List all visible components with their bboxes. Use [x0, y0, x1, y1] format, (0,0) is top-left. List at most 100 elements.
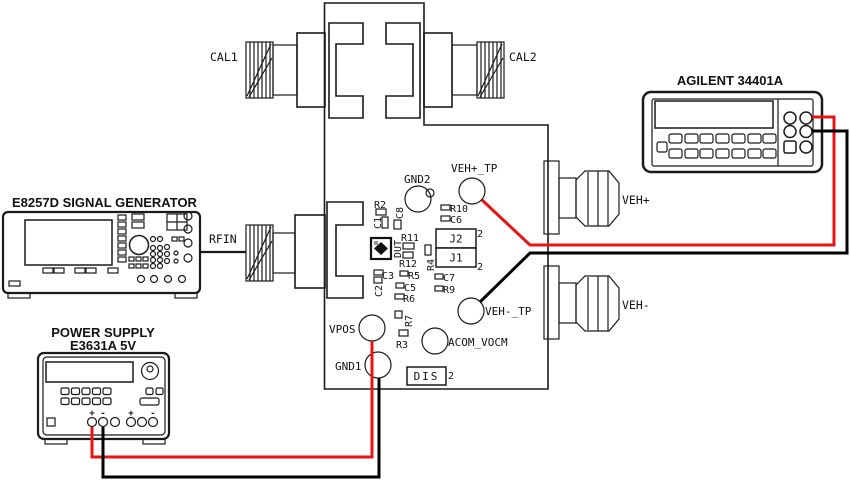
plus-mark-2: +	[128, 409, 134, 419]
signal-generator-foot-left	[7, 292, 31, 299]
vpos-testpoint	[358, 314, 386, 342]
multimeter-display	[654, 100, 774, 129]
wire-psu-minus-to-gnd1	[101, 378, 381, 479]
veh-plus-testpoint	[458, 177, 486, 205]
ref-r9: R9	[443, 285, 455, 296]
ref-c1: C1	[373, 217, 384, 229]
ref-c6: C6	[450, 215, 462, 226]
component-pads	[373, 204, 451, 337]
power-supply: POWER SUPPLY E3631A 5V + - + -	[36, 325, 171, 445]
cal2-thread	[476, 41, 505, 99]
plus-mark-1: +	[89, 409, 95, 419]
cal2-label: CAL2	[509, 50, 537, 64]
ref-r3: R3	[396, 340, 408, 351]
cal1-label: CAL1	[210, 50, 238, 64]
power-supply-display	[45, 361, 134, 383]
rfin-thread	[245, 224, 274, 282]
power-supply-foot-left	[44, 438, 68, 445]
power-supply-buttons	[46, 387, 164, 427]
power-supply-foot-right	[142, 438, 166, 445]
ref-c3: C3	[382, 271, 394, 282]
ref-r12: R12	[399, 259, 417, 270]
gnd1-label: GND1	[335, 360, 362, 373]
dis-pin-count: 2	[448, 371, 454, 382]
j2-label: J2	[449, 233, 462, 246]
ref-c7: C7	[443, 273, 455, 284]
ref-c8: C8	[395, 207, 406, 219]
ref-r5: R5	[408, 271, 420, 282]
cal1-connector: CAL1	[210, 32, 326, 108]
signal-generator-display	[24, 219, 113, 266]
vpos-label: VPOS	[329, 323, 356, 336]
component-labels: R2 C1 C8 R11 DUT R12 R4 C3 R5 C5 C2 R6 R…	[373, 200, 468, 351]
signal-generator-softkeys	[117, 213, 145, 263]
signal-generator-grid-keys	[166, 213, 188, 231]
signal-generator-knob	[128, 234, 150, 256]
veh-plus-tp-label: VEH+_TP	[451, 162, 498, 175]
signal-generator-lower-keys	[8, 267, 119, 287]
gnd2-pin	[425, 188, 435, 198]
terminal-current-jack	[783, 140, 797, 154]
cal-bracket-right	[385, 22, 421, 119]
multimeter-title: AGILENT 34401A	[677, 73, 784, 88]
power-supply-terminals: + - + -	[86, 409, 159, 428]
gnd2-label: GND2	[404, 173, 431, 186]
power-supply-knob	[140, 361, 160, 381]
ref-dut: DUT	[393, 240, 404, 258]
terminal-lo	[783, 124, 797, 139]
dis-label: DIS	[414, 370, 440, 383]
veh-minus-testpoint	[457, 297, 485, 325]
wire-psu-plus-to-vpos	[90, 341, 374, 459]
terminal-minus-out1	[97, 416, 109, 428]
gnd2-testpoint	[404, 185, 432, 213]
cal1-thread	[245, 41, 274, 99]
veh-minus-label: VEH-	[622, 298, 650, 312]
rfin-connector: RFIN	[200, 214, 326, 289]
signal-generator-keypad	[128, 235, 185, 270]
wires	[90, 115, 849, 479]
ref-c5: C5	[404, 283, 416, 294]
ref-r4: R4	[426, 259, 437, 271]
signal-generator: E8257D SIGNAL GENERATOR	[1, 195, 202, 299]
cal2-connector: CAL2	[423, 32, 537, 108]
dis-jumper-box	[406, 366, 447, 386]
rfin-label: RFIN	[209, 232, 237, 246]
testpoints: GND2 VEH+_TP VEH-_TP VPOS GND1 ACOM_VOCM	[329, 162, 532, 379]
terminal-plus-out1	[86, 416, 98, 428]
wire-vehm-tp-to-dmm	[478, 129, 849, 304]
terminal-input-hi	[799, 111, 813, 125]
gnd1-testpoint	[364, 351, 392, 379]
multimeter-keypad	[656, 133, 777, 159]
j1-pin-count: 2	[477, 262, 483, 273]
ref-r11: R11	[401, 233, 419, 244]
ref-r7: R7	[404, 315, 415, 327]
terminal-current	[799, 140, 813, 154]
multimeter: AGILENT 34401A	[641, 73, 824, 174]
jumper-blocks: J2 2 J1 2 DIS 2	[406, 228, 483, 386]
veh-minus-tp-label: VEH-_TP	[485, 305, 532, 318]
acom-vocm-testpoint	[421, 327, 449, 355]
ref-r10: R10	[450, 204, 468, 215]
terminal-input-lo	[799, 124, 813, 139]
power-supply-subtitle: E3631A 5V	[70, 338, 136, 353]
signal-generator-title: E8257D SIGNAL GENERATOR	[12, 195, 198, 210]
ref-r6: R6	[403, 294, 415, 305]
power-supply-title: POWER SUPPLY	[51, 325, 155, 340]
signal-generator-foot-right	[174, 292, 198, 299]
j1-label: J1	[449, 252, 462, 265]
veh-minus-connector: VEH-	[543, 265, 650, 340]
wire-vehp-tp-to-dmm	[480, 115, 836, 247]
dut-mark	[374, 242, 388, 255]
cal-bracket-left	[328, 22, 364, 119]
acom-vocm-label: ACOM_VOCM	[448, 336, 508, 349]
minus-mark-1: -	[100, 409, 105, 419]
veh-plus-label: VEH+	[622, 193, 650, 207]
ref-c2: C2	[374, 285, 385, 297]
ref-r2: R2	[374, 200, 386, 211]
signal-generator-buttons-right	[136, 211, 193, 284]
j2-pin-count: 2	[477, 229, 483, 240]
dut-package	[369, 236, 393, 261]
minus-mark-2: -	[150, 409, 155, 419]
